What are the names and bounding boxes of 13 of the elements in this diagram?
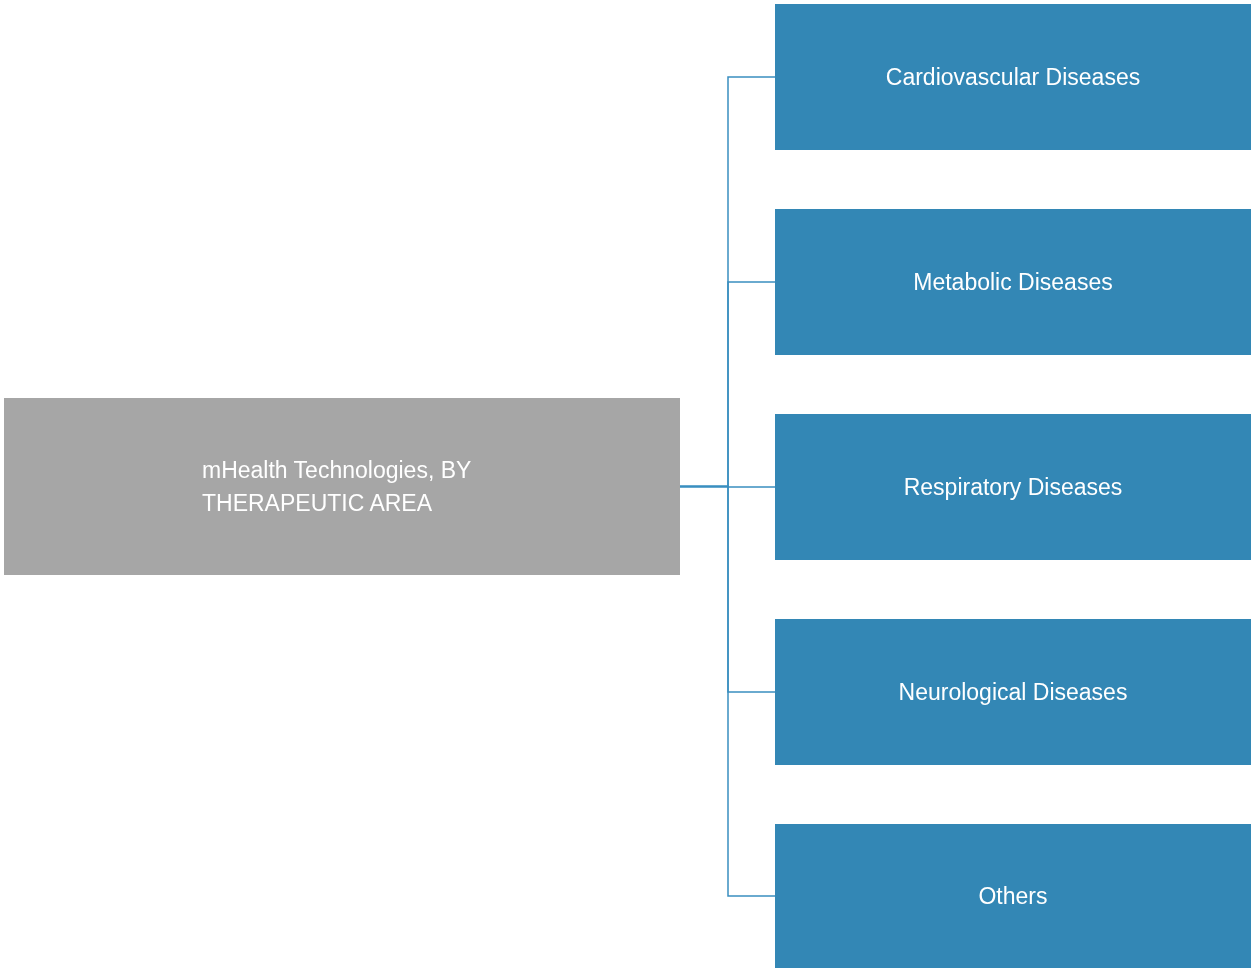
- category-box: [775, 414, 1251, 560]
- node-label: Respiratory Diseases: [903, 472, 1123, 502]
- node-label: mHealth Technologies, BY THERAPEUTIC AREA: [202, 455, 472, 518]
- connector-line: [679, 485, 776, 897]
- category-box: [775, 824, 1251, 968]
- node-label: Metabolic Diseases: [913, 267, 1113, 297]
- root-box: [4, 398, 680, 575]
- node-label: Neurological Diseases: [898, 677, 1128, 707]
- category-box: [775, 209, 1251, 355]
- category-box: [775, 4, 1251, 150]
- node-label: Others: [978, 881, 1048, 911]
- category-box: [775, 619, 1251, 765]
- node-label: Cardiovascular Diseases: [885, 62, 1141, 92]
